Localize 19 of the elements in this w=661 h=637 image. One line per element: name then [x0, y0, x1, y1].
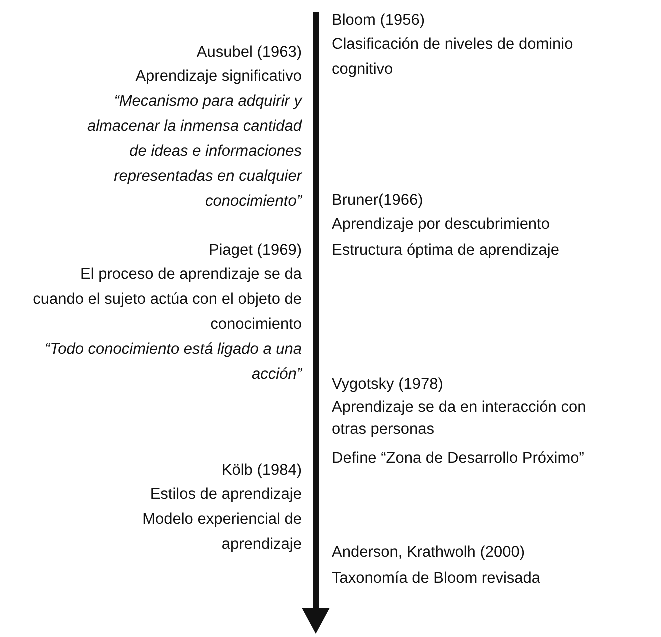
author-year: Anderson, Krathwolh (2000) [332, 543, 526, 563]
contribution-text: Clasificación de niveles de dominio cognitivo [332, 35, 574, 80]
contribution-text: Aprendizaje se da en interacción con otras personas [332, 398, 588, 440]
author-year: Vygotsky (1978) [332, 375, 444, 395]
contribution-text: Estructura óptima de aprendizaje [332, 241, 560, 261]
quote-text: “Todo conocimiento está ligado a una acción” [44, 340, 302, 385]
contribution-text: Modelo experiencial de aprendizaje [142, 510, 302, 555]
quote-text: “Mecanismo para adquirir y almacenar la inmensa cantidad de ideas e informaciones representadas en cualquier conocimiento” [86, 92, 302, 212]
contribution-text: Estilos de aprendizaje [149, 485, 302, 505]
author-year: Bloom (1956) [332, 11, 426, 31]
contribution-text: Aprendizaje por descubrimiento [332, 215, 551, 235]
author-year: Kölb (1984) [220, 461, 302, 481]
author-year: Ausubel (1963) [196, 43, 302, 63]
author-year: Piaget (1969) [208, 241, 302, 261]
contribution-text: Define “Zona de Desarrollo Próximo” [332, 449, 586, 469]
contribution-text: El proceso de aprendizaje se da cuando el sujeto actúa con el objeto de conocimiento [32, 265, 302, 335]
contribution-text: Aprendizaje significativo [134, 67, 302, 87]
author-year: Bruner(1966) [332, 191, 424, 211]
contribution-text: Taxonomía de Bloom revisada [332, 569, 542, 589]
